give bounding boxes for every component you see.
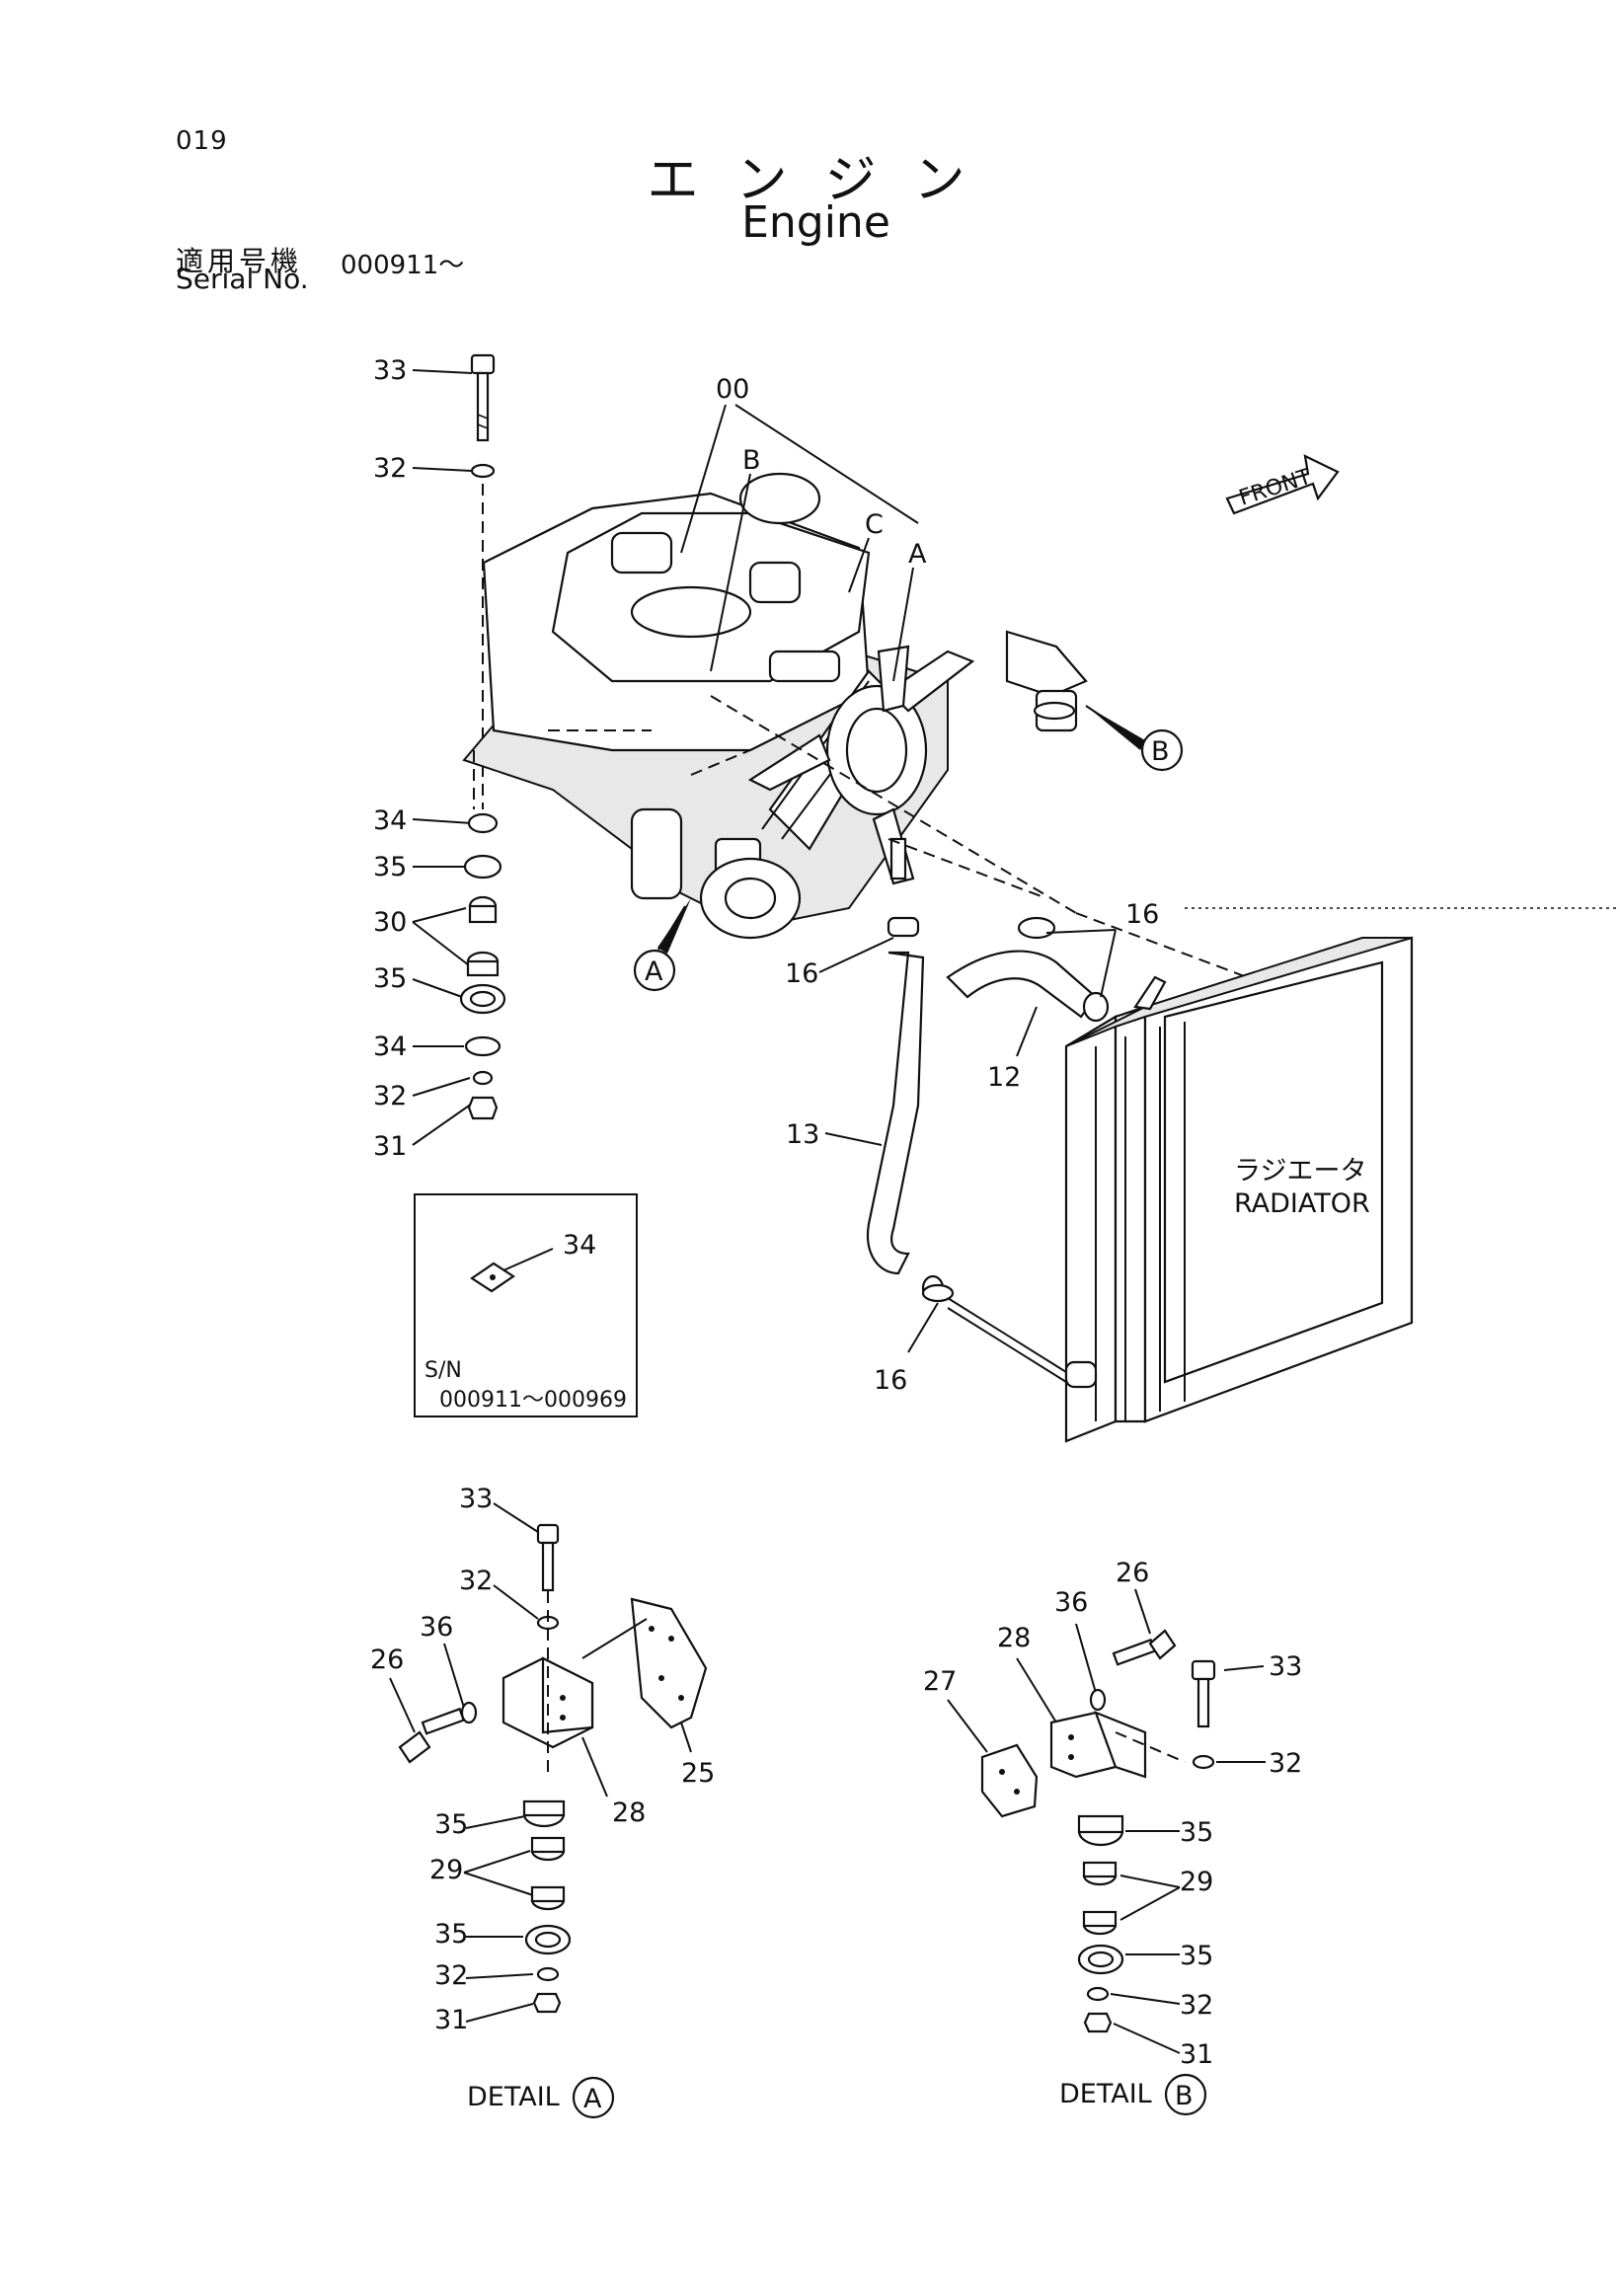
page-number: 019 xyxy=(176,126,228,156)
radiator: ラジエータ RADIATOR xyxy=(1064,907,1620,1443)
serial-value: 000911～ xyxy=(341,251,465,280)
left-stack-callouts: 33 32 34 35 30 35 34 32 31 xyxy=(373,355,407,1162)
detail-b-callout-35b: 35 xyxy=(1180,1941,1213,1971)
detail-a-marker: A xyxy=(633,898,691,992)
detail-a-callout-33: 33 xyxy=(459,1484,493,1514)
detail-a-callout-31: 31 xyxy=(434,2005,468,2035)
callout-34b: 34 xyxy=(373,1032,407,1062)
detail-a-callout-32: 32 xyxy=(459,1566,493,1596)
serial-label-japanese: 適用号機 xyxy=(176,245,303,277)
callout-16-b: 16 xyxy=(1125,899,1159,930)
callout-32: 32 xyxy=(373,453,407,484)
detail-b-callout-35: 35 xyxy=(1180,1817,1213,1848)
engine-mount-stack-left xyxy=(412,353,506,1146)
detail-a-callout-26: 26 xyxy=(370,1645,404,1675)
right-mount-bracket: B xyxy=(1005,630,1184,772)
callout-a-top: A xyxy=(908,539,927,570)
assembly-leaders: 00 B C A xyxy=(680,374,927,682)
detail-a-callout-35b: 35 xyxy=(434,1919,468,1950)
detail-a-callout-35: 35 xyxy=(434,1809,468,1840)
callout-35: 35 xyxy=(373,852,407,882)
detail-b-callout-26: 26 xyxy=(1116,1558,1149,1588)
detail-b-callout-33: 33 xyxy=(1269,1651,1302,1682)
front-label: FRONT xyxy=(1236,465,1315,511)
detail-b-callout-29: 29 xyxy=(1180,1867,1213,1897)
callout-30: 30 xyxy=(373,907,407,938)
front-arrow-icon: FRONT xyxy=(1225,454,1340,515)
serial-label-english: Serial No. xyxy=(176,263,309,295)
detail-b-callout-36: 36 xyxy=(1054,1587,1088,1618)
inset-sn-label: S/N xyxy=(424,1358,462,1383)
detail-a-callout-25: 25 xyxy=(681,1758,715,1789)
detail-b-marker-letter: B xyxy=(1151,736,1170,767)
detail-a-callout-28: 28 xyxy=(612,1798,646,1828)
callout-16-a: 16 xyxy=(785,958,818,989)
engine-assembly xyxy=(462,472,1314,1003)
title-japanese: エンジン xyxy=(647,151,1003,210)
callout-13: 13 xyxy=(786,1119,819,1150)
radiator-label-en: RADIATOR xyxy=(1234,1188,1370,1219)
callout-32b: 32 xyxy=(373,1081,407,1111)
serial-inset-box: 34 S/N 000911～000969 xyxy=(414,1193,638,1417)
callout-c-top: C xyxy=(865,509,884,540)
detail-b-letter: B xyxy=(1175,2081,1194,2111)
callout-b-top: B xyxy=(742,445,761,476)
radiator-label-jp: ラジエータ xyxy=(1234,1156,1366,1186)
detail-b-callout-32: 32 xyxy=(1269,1748,1302,1779)
detail-b-caption: DETAIL xyxy=(1059,2079,1152,2109)
callout-16-c: 16 xyxy=(874,1365,907,1396)
detail-a-marker-letter: A xyxy=(645,957,663,987)
title-english: Engine xyxy=(741,197,890,248)
detail-a-callout-36: 36 xyxy=(420,1612,453,1643)
inset-sn-range: 000911～000969 xyxy=(439,1388,627,1413)
detail-a-callout-29: 29 xyxy=(429,1855,463,1885)
callout-31: 31 xyxy=(373,1131,407,1162)
detail-b-callout-31: 31 xyxy=(1180,2039,1213,2070)
detail-b-callout-32b: 32 xyxy=(1180,1990,1213,2021)
detail-b-assembly: 26 36 28 27 33 32 35 29 xyxy=(923,1558,1302,2116)
callout-33: 33 xyxy=(373,355,407,386)
detail-a-callout-32b: 32 xyxy=(434,1960,468,1991)
detail-a-letter: A xyxy=(583,2084,602,2114)
callout-34: 34 xyxy=(373,805,407,836)
callout-00: 00 xyxy=(716,374,749,405)
detail-b-callout-28: 28 xyxy=(997,1623,1031,1653)
callout-35b: 35 xyxy=(373,963,407,994)
detail-b-callout-27: 27 xyxy=(923,1666,957,1697)
inset-callout-34: 34 xyxy=(563,1230,596,1261)
callout-12: 12 xyxy=(987,1062,1021,1093)
detail-a-assembly: 33 32 36 26 28 25 35 29 xyxy=(370,1484,715,2119)
hoses-and-clamps: 16 16 12 13 16 xyxy=(785,899,1159,1396)
detail-a-caption: DETAIL xyxy=(467,2082,560,2112)
